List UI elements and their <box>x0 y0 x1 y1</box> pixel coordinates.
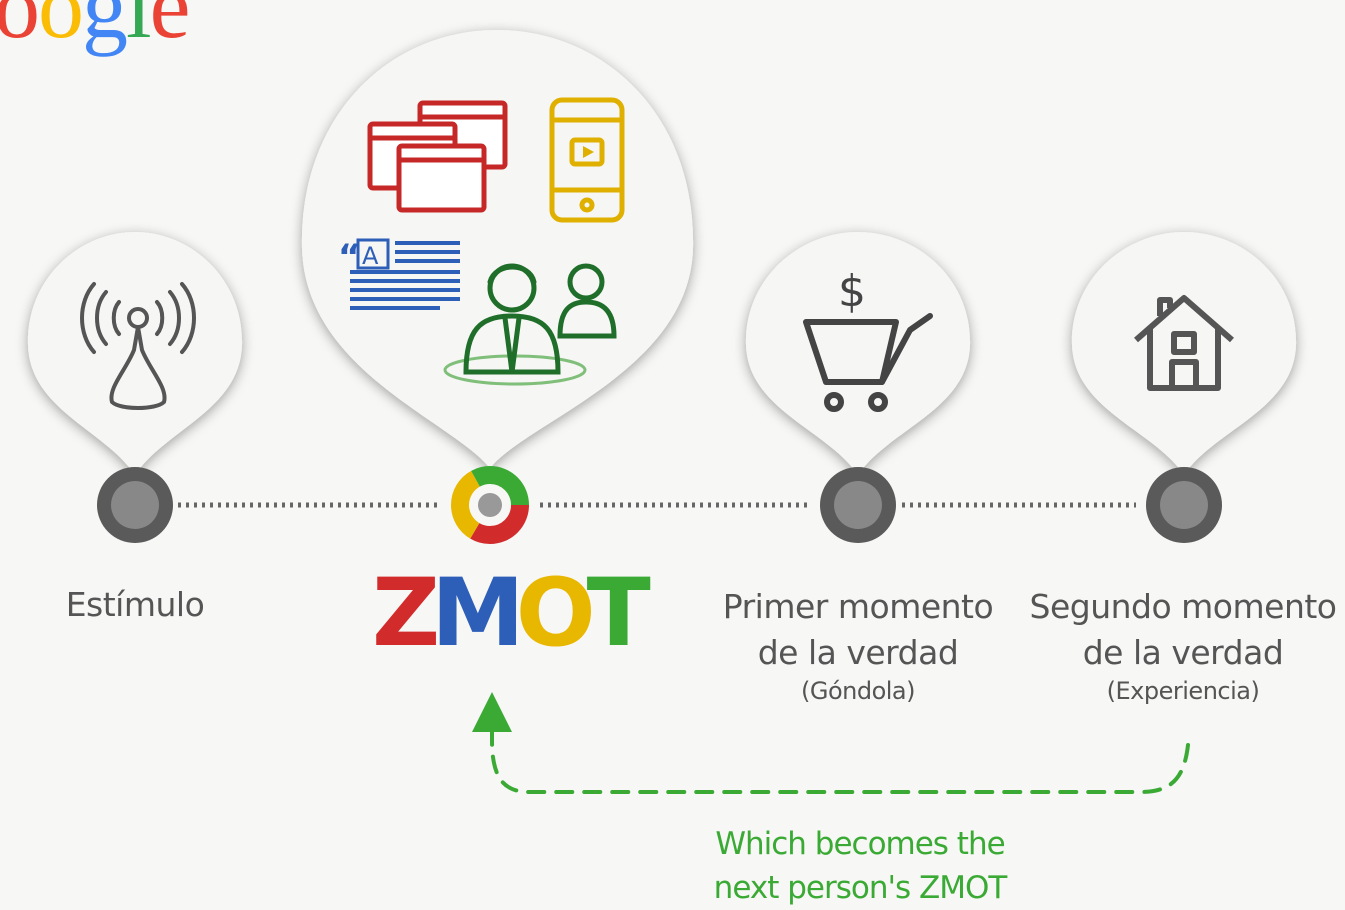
logo-letter: o <box>0 0 40 57</box>
timeline-node-smot <box>1146 467 1222 543</box>
pin-smot <box>1071 232 1297 475</box>
zmot-title: ZMOT <box>372 566 651 662</box>
feedback-arrow <box>472 692 1190 794</box>
logo-letter: l <box>126 0 152 57</box>
pin-fmot: $ <box>745 232 971 475</box>
fmot-sub: (Góndola) <box>800 677 916 705</box>
zmot-letter-o: O <box>515 559 596 668</box>
people-icon <box>443 263 617 386</box>
zmot-letter-m: M <box>431 559 524 668</box>
smot-sub: (Experiencia) <box>1106 677 1260 705</box>
feedback-line2: next person's ZMOT <box>713 870 1008 906</box>
pin-zmot: “ A <box>301 30 694 468</box>
radio-tower-icon <box>80 282 196 410</box>
timeline-node-fmot <box>820 467 896 543</box>
smot-line2: de la verdad <box>1082 633 1284 672</box>
pin-estimulo <box>27 232 243 475</box>
stage-label-estimulo: Estímulo <box>65 585 205 624</box>
stage-label-fmot: Primer momento de la verdad (Góndola) <box>712 584 1004 706</box>
logo-letter: o <box>38 0 84 57</box>
smot-line1: Segundo momento <box>1029 587 1337 626</box>
svg-text:“: “ <box>338 237 360 277</box>
timeline-node-estimulo <box>97 467 173 543</box>
article-quote-icon: “ A <box>338 237 460 310</box>
stage-label-smot: Segundo momento de la verdad (Experienci… <box>1022 584 1344 706</box>
house-icon <box>1134 295 1234 391</box>
svg-text:$: $ <box>838 266 866 317</box>
feedback-caption: Which becomes the next person's ZMOT <box>680 822 1040 910</box>
fmot-line2: de la verdad <box>757 633 959 672</box>
svg-text:A: A <box>362 242 379 270</box>
google-logo: oogle <box>0 0 191 57</box>
logo-letter: g <box>82 0 128 57</box>
zmot-letter-z: Z <box>372 559 440 668</box>
feedback-line1: Which becomes the <box>715 826 1005 862</box>
timeline-node-zmot <box>451 466 529 544</box>
zmot-letter-t: T <box>586 559 651 668</box>
logo-letter: e <box>149 0 191 57</box>
mobile-video-icon <box>549 97 625 223</box>
fmot-line1: Primer momento <box>722 587 994 626</box>
shopping-cart-icon: $ <box>803 266 933 412</box>
browser-windows-icon <box>367 100 508 213</box>
